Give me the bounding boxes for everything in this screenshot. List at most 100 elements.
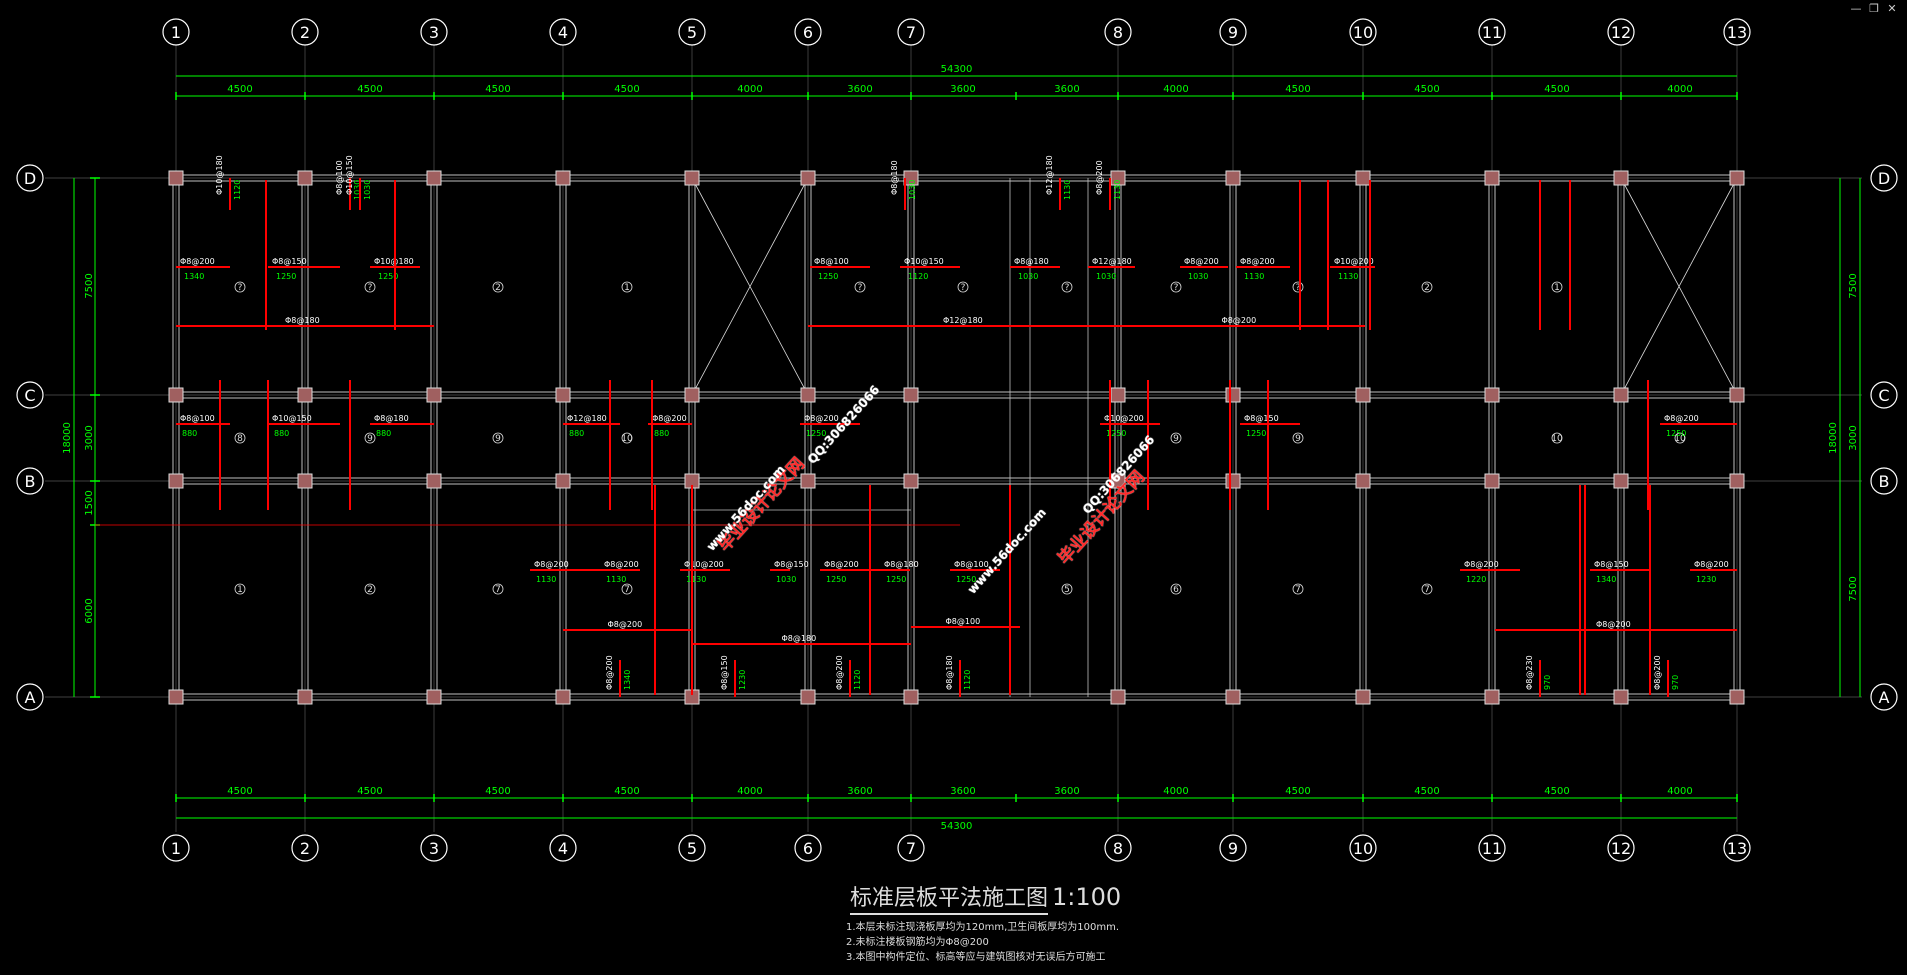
dim-spacing-bottom-10: 4500 <box>1414 786 1439 797</box>
rebar-corr-len-4: 880 <box>654 429 669 438</box>
rebar-top-h-label-1: Φ8@150 <box>272 257 307 266</box>
rebar-corr-label-0: Φ8@100 <box>180 414 215 423</box>
rebar-corr-len-5: 1250 <box>806 429 826 438</box>
rebar-top-h-len-3: 1250 <box>818 272 838 281</box>
minimize-icon[interactable]: — <box>1850 2 1862 15</box>
axis-label-10-top: 10 <box>1353 23 1373 42</box>
axis-bubble-12-bottom <box>1607 834 1635 862</box>
axis-label-11-top: 11 <box>1482 23 1502 42</box>
column-4-A <box>555 689 571 705</box>
column-9-C <box>1225 387 1241 403</box>
rebar-top-h-label-3: Φ8@100 <box>814 257 849 266</box>
rebar-corr-len-3: 880 <box>569 429 584 438</box>
axis-label-9-top: 9 <box>1228 23 1238 42</box>
axis-bubble-4-bottom <box>549 834 577 862</box>
dim-spacing-top-1: 4500 <box>357 84 382 95</box>
slab-number-top-7: ? <box>1174 283 1179 293</box>
axis-label-7-bottom: 7 <box>906 839 916 858</box>
rebar-bot-h-label-6: Φ8@100 <box>954 560 989 569</box>
column-10-B <box>1355 473 1371 489</box>
column-9-D <box>1225 170 1241 186</box>
axis-label-4-bottom: 4 <box>558 839 568 858</box>
rebar-stub-d-len-4: 1130 <box>1063 180 1072 200</box>
rebar-long-label-1: Φ12@180 <box>943 316 983 325</box>
slab-number-top-2: 2 <box>495 283 501 293</box>
column-3-A <box>426 689 442 705</box>
close-icon[interactable]: ✕ <box>1887 2 1897 15</box>
rebar-corr-len-7: 1250 <box>1246 429 1266 438</box>
column-12-A <box>1613 689 1629 705</box>
column-10-A <box>1355 689 1371 705</box>
column-11-B <box>1484 473 1500 489</box>
slab-number-ring-top-10 <box>1551 281 1563 293</box>
dim-overall-top: 54300 <box>941 64 973 75</box>
axis-bubble-D-right <box>1870 164 1898 192</box>
rebar-bot-long-label-1: Φ8@180 <box>782 634 817 643</box>
rebar-top-h-len-6: 1030 <box>1096 272 1116 281</box>
slab-number-ring-mid-0 <box>234 432 246 444</box>
dim-spacing-top-4: 4000 <box>737 84 762 95</box>
rebar-top-h-label-2: Φ10@180 <box>374 257 414 266</box>
dim-spacing-top-11: 4500 <box>1544 84 1569 95</box>
dim-right-2: 7500 <box>1848 576 1859 601</box>
note-2: 2.未标注楼板钢筋均为Φ8@200 <box>846 937 989 948</box>
slab-number-ring-top-4 <box>854 281 866 293</box>
slab-number-bot-4: 5 <box>1064 585 1070 595</box>
column-11-C <box>1484 387 1500 403</box>
dim-right-overall: 18000 <box>1828 422 1839 454</box>
dim-spacing-top-12: 4000 <box>1667 84 1692 95</box>
slab-number-bot-5: 6 <box>1173 585 1179 595</box>
axis-bubble-D-left <box>16 164 44 192</box>
axis-bubble-2-bottom <box>291 834 319 862</box>
axis-bubble-7-top <box>897 18 925 46</box>
slab-number-bot-6: 7 <box>1295 585 1301 595</box>
restore-icon[interactable]: ❐ <box>1869 2 1879 15</box>
axis-bubble-8-top <box>1104 18 1132 46</box>
axis-bubble-12-top <box>1607 18 1635 46</box>
rebar-bot-long-label-2: Φ8@100 <box>946 617 981 626</box>
column-2-C <box>297 387 313 403</box>
slab-number-ring-top-0 <box>234 281 246 293</box>
slab-number-ring-bot-7 <box>1421 583 1433 595</box>
rebar-top-h-label-8: Φ8@200 <box>1240 257 1275 266</box>
slab-number-ring-bot-5 <box>1170 583 1182 595</box>
slab-number-ring-mid-1 <box>364 432 376 444</box>
dim-spacing-bottom-0: 4500 <box>227 786 252 797</box>
rebar-top-h-label-9: Φ10@200 <box>1334 257 1374 266</box>
rebar-top-h-len-8: 1130 <box>1244 272 1264 281</box>
axis-bubble-10-bottom <box>1349 834 1377 862</box>
axis-label-C-left: C <box>24 386 35 405</box>
dim-right-1: 3000 <box>1848 425 1859 450</box>
axis-bubble-10-top <box>1349 18 1377 46</box>
column-11-A <box>1484 689 1500 705</box>
dim-spacing-bottom-2: 4500 <box>485 786 510 797</box>
axis-bubble-B-left <box>16 467 44 495</box>
column-13-C <box>1729 387 1745 403</box>
axis-bubble-1-top <box>162 18 190 46</box>
slab-number-top-5: ? <box>961 283 966 293</box>
rebar-stub-a-label-5: Φ8@200 <box>1653 655 1662 690</box>
slab-number-top-10: 1 <box>1554 283 1560 293</box>
column-13-D <box>1729 170 1745 186</box>
axis-bubble-C-left <box>16 381 44 409</box>
dim-spacing-bottom-12: 4000 <box>1667 786 1692 797</box>
slab-number-mid-2: 9 <box>495 434 501 444</box>
dim-spacing-top-10: 4500 <box>1414 84 1439 95</box>
dim-spacing-bottom-1: 4500 <box>357 786 382 797</box>
axis-label-12-bottom: 12 <box>1611 839 1631 858</box>
rebar-top-h-label-7: Φ8@200 <box>1184 257 1219 266</box>
slab-number-ring-bot-6 <box>1292 583 1304 595</box>
rebar-stub-d-label-5: Φ8@200 <box>1095 160 1104 195</box>
column-6-B <box>800 473 816 489</box>
column-13-B <box>1729 473 1745 489</box>
rebar-stub-a-label-2: Φ8@200 <box>835 655 844 690</box>
slab-number-top-8: ? <box>1296 283 1301 293</box>
column-4-D <box>555 170 571 186</box>
rebar-bot-h-len-2: 1130 <box>686 575 706 584</box>
axis-label-7-top: 7 <box>906 23 916 42</box>
axis-label-12-top: 12 <box>1611 23 1631 42</box>
dim-overall-bottom: 54300 <box>941 821 973 832</box>
slab-number-top-1: ? <box>368 283 373 293</box>
axis-label-1-bottom: 1 <box>171 839 181 858</box>
slab-number-top-0: ? <box>238 283 243 293</box>
